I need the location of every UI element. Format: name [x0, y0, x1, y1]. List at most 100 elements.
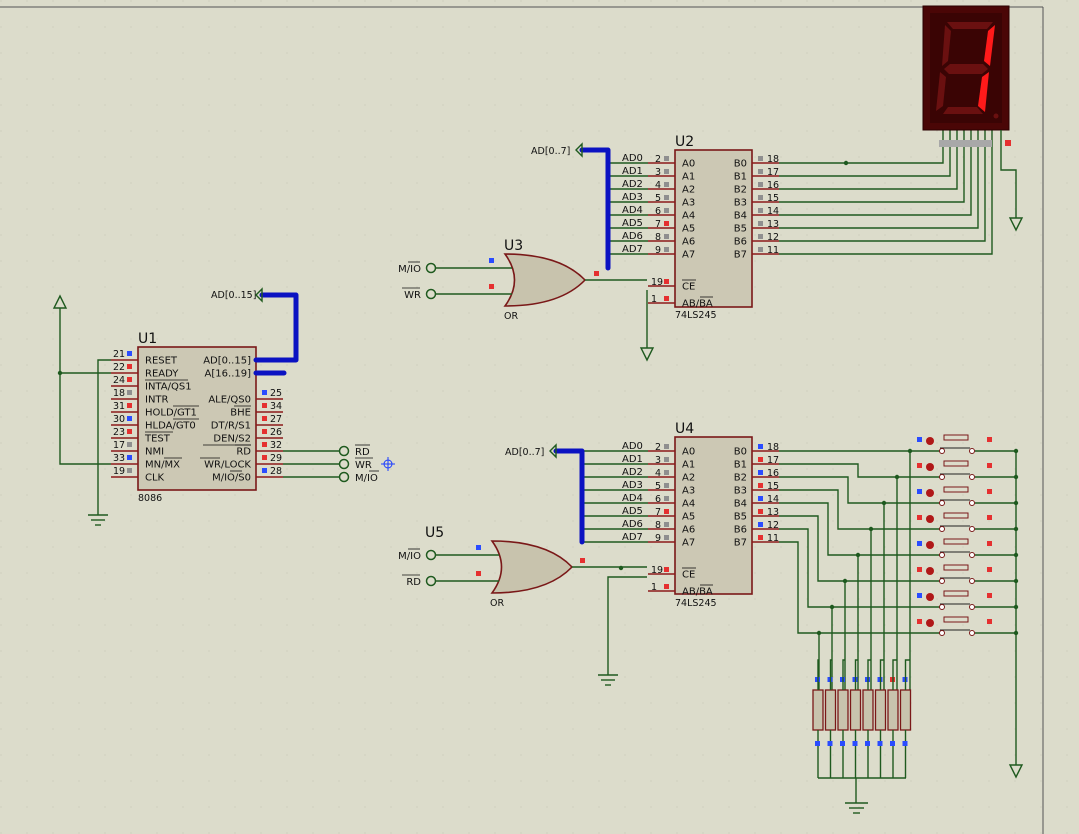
pin-name: B6 [734, 237, 747, 248]
switch-actuator[interactable] [943, 564, 969, 571]
power-arrow [52, 294, 68, 309]
switch-actuator[interactable] [943, 616, 969, 623]
pin-number: 5 [655, 481, 661, 492]
pin-number: 13 [767, 219, 779, 230]
switch-led [926, 593, 934, 601]
pin-number: 3 [655, 167, 661, 178]
u3-body[interactable] [503, 253, 587, 307]
pin-number: 7 [655, 219, 661, 230]
pin-number: 19 [113, 466, 125, 477]
resistor[interactable] [849, 689, 862, 731]
pin-name: A7 [682, 538, 695, 549]
u5-body[interactable] [490, 540, 574, 594]
terminal-label: RD [355, 447, 370, 458]
pin-number: 19 [651, 565, 663, 576]
u2-ref: U2 [675, 134, 694, 150]
segment-e [936, 72, 946, 111]
terminal[interactable] [338, 471, 350, 483]
ground-arrow [1008, 217, 1024, 232]
resistor[interactable] [837, 689, 849, 731]
pin-number: 32 [270, 440, 282, 451]
switch-led [926, 619, 934, 627]
terminal[interactable] [338, 458, 350, 470]
u1-ad-bus [253, 292, 299, 363]
pin-number: 34 [270, 401, 282, 412]
pin-name: B0 [734, 447, 747, 458]
pin-name: INTA/QS1 [145, 382, 192, 393]
u2-part: 74LS245 [675, 310, 717, 321]
terminal[interactable] [425, 575, 437, 587]
switch-actuator[interactable] [943, 590, 969, 597]
pin-name: READY [145, 369, 179, 380]
segment-b [984, 25, 995, 66]
pin-number: 27 [270, 414, 282, 425]
switch-actuator[interactable] [943, 460, 969, 467]
pin-name: BHE [230, 408, 251, 419]
pin-number: 11 [767, 245, 779, 256]
pin-name: A3 [682, 486, 695, 497]
resistor[interactable] [862, 689, 874, 731]
display-pin-header [939, 140, 992, 147]
switch-bank[interactable] [779, 434, 1019, 690]
net-label: AD4 [622, 205, 643, 216]
pin-number: 4 [655, 180, 661, 191]
seven-segment-display[interactable] [922, 5, 1024, 232]
u2-body[interactable] [674, 149, 753, 308]
pin-name: B4 [734, 499, 747, 510]
pin-name: HOLD/GT1 [145, 408, 197, 419]
switch-actuator[interactable] [943, 538, 969, 545]
bus-terminal-arrow [255, 287, 263, 303]
net-label: AD0 [622, 153, 643, 164]
pin-name: HLDA/GT0 [145, 421, 196, 432]
pin-number: 1 [651, 294, 657, 305]
pin-name: B2 [734, 185, 747, 196]
u1-part: 8086 [138, 493, 162, 504]
switch-led [926, 567, 934, 575]
pin-name: B4 [734, 211, 747, 222]
resistor[interactable] [899, 689, 912, 731]
pin-number: 25 [270, 388, 282, 399]
u1-8086[interactable]: U1 8086 21RESET22READY24INTA/QS118INTR31… [111, 331, 283, 504]
ground-symbol [845, 802, 868, 814]
segment-a [947, 22, 993, 29]
terminal-label: M/IO [398, 551, 421, 562]
pin-number: 6 [655, 494, 661, 505]
u1-ref: U1 [138, 331, 157, 347]
terminal[interactable] [425, 549, 437, 561]
pin-name: B6 [734, 525, 747, 536]
pin-number: 18 [767, 154, 779, 165]
terminal-label: M/IO [355, 473, 378, 484]
pin-name: CE [682, 282, 695, 293]
terminal[interactable] [425, 288, 437, 300]
net-label: AD3 [622, 192, 643, 203]
pin-name: A6 [682, 525, 695, 536]
terminal-label: M/IO [398, 264, 421, 275]
terminal[interactable] [425, 262, 437, 274]
switch-actuator[interactable] [943, 512, 969, 519]
resistor[interactable] [874, 689, 887, 731]
u1-body[interactable] [137, 346, 257, 491]
net-label: AD1 [622, 454, 643, 465]
pin-name: INTR [145, 395, 169, 406]
vcc-mnmx-wire [59, 308, 111, 465]
u4-body[interactable] [674, 436, 753, 595]
resistor[interactable] [824, 689, 837, 731]
ground-arrow [1008, 764, 1024, 779]
pin-number: 2 [655, 154, 661, 165]
resistor[interactable] [887, 689, 899, 731]
pull-down-resistor-pack[interactable] [812, 659, 912, 803]
u4-bus-label: AD[0..7] [505, 447, 544, 458]
switch-actuator[interactable] [943, 486, 969, 493]
pin-number: 22 [113, 362, 125, 373]
terminal[interactable] [338, 445, 350, 457]
resistor[interactable] [812, 689, 824, 731]
u2-bus [579, 147, 611, 271]
switch-actuator[interactable] [943, 434, 969, 441]
pin-name: B3 [734, 198, 747, 209]
